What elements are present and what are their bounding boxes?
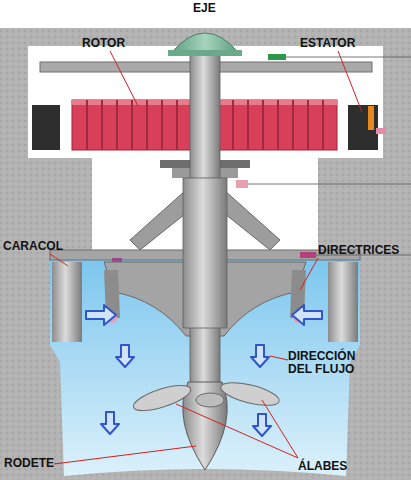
- part-label: ÁLABES: [298, 460, 358, 473]
- part-label: ESTATOR: [300, 37, 370, 50]
- part-label: DIRECCIÓN DEL FLUJO: [288, 350, 380, 376]
- part-label: ROTOR: [82, 37, 142, 50]
- part-label: DIRECTRICES: [318, 244, 410, 257]
- part-label: RODETE: [4, 457, 64, 470]
- part-label: CARACOL: [3, 240, 73, 253]
- part-label: EJE: [193, 2, 233, 15]
